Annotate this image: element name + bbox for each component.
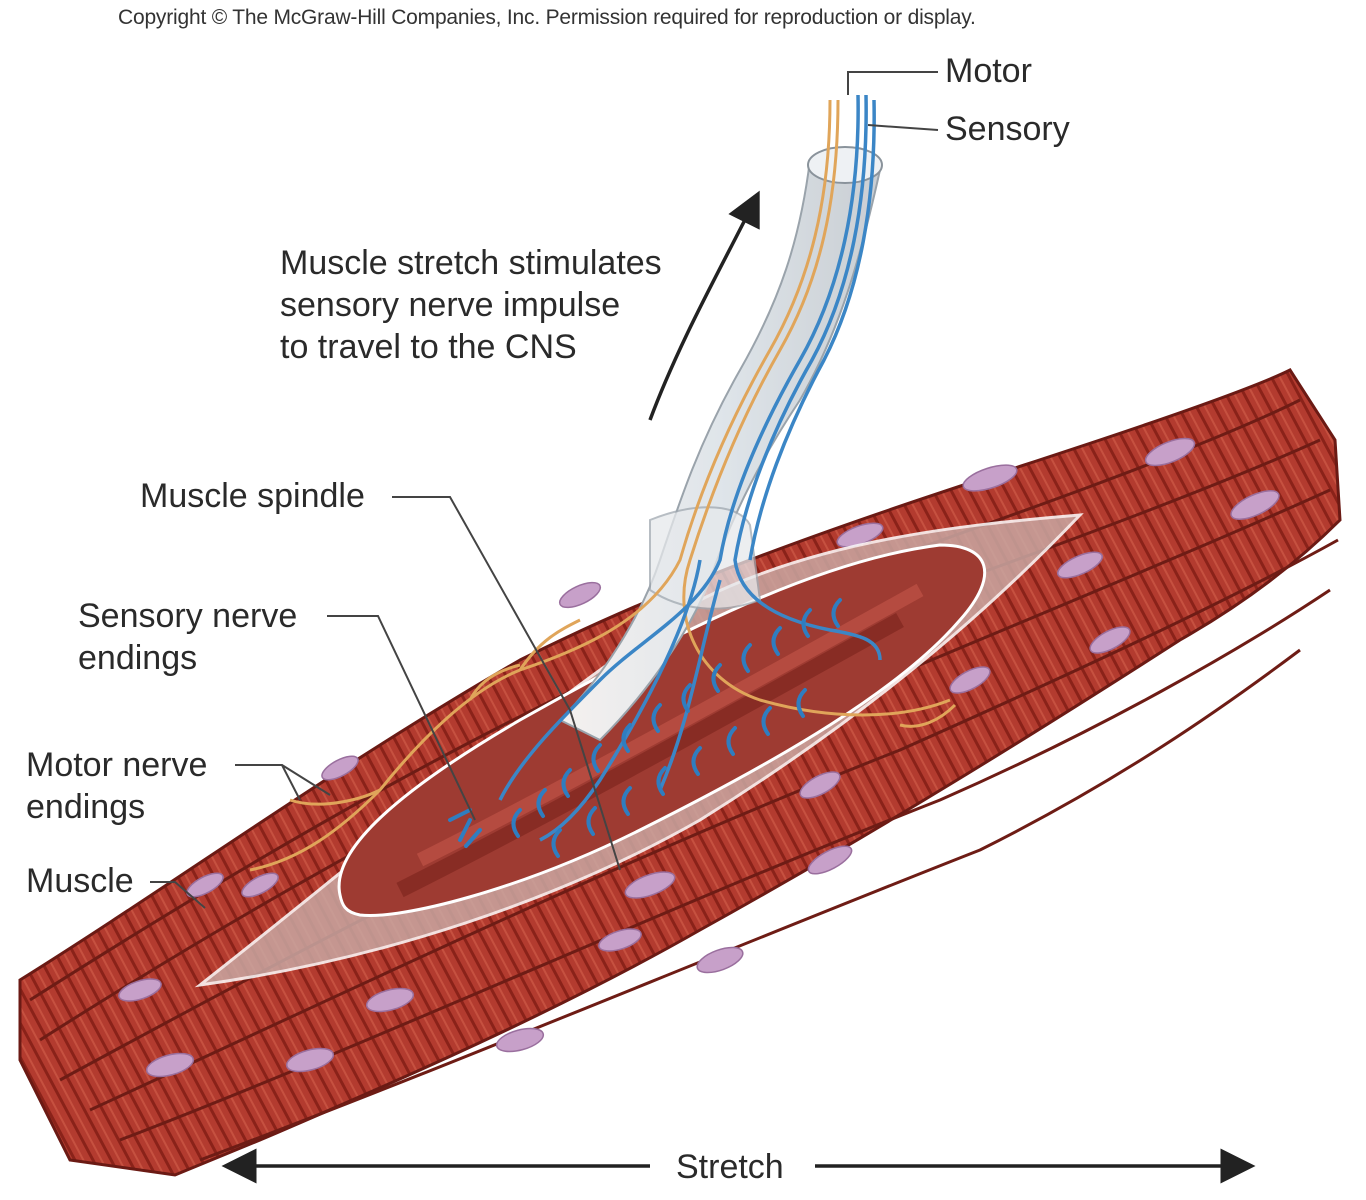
sensory-fibers <box>498 94 882 842</box>
label-stretch: Stretch <box>676 1148 784 1186</box>
nucleus <box>145 1052 195 1078</box>
nucleus <box>1144 437 1196 467</box>
annulospiral-endings <box>448 598 842 858</box>
nucleus <box>799 771 841 799</box>
motor-fibers <box>249 99 957 872</box>
impulse-arrow <box>648 190 760 421</box>
leader-sensory-endings <box>327 615 476 821</box>
label-sensory: Sensory <box>945 110 1070 148</box>
nucleus <box>558 581 602 609</box>
intrafusal-fiber <box>396 613 904 898</box>
nucleus <box>696 946 744 974</box>
nucleus <box>241 872 279 898</box>
nucleus <box>598 928 642 952</box>
stretch-note-line: to travel to the CNS <box>280 328 577 366</box>
nucleus <box>949 666 991 694</box>
leader-motor-endings <box>235 764 331 801</box>
stretch-note-line: Muscle stretch stimulates <box>280 244 662 282</box>
copyright-notice: Copyright © The McGraw-Hill Companies, I… <box>118 6 976 29</box>
label-muscle-spindle: Muscle spindle <box>140 477 365 515</box>
nucleus <box>1230 490 1280 520</box>
leader-motor <box>847 71 938 95</box>
motor-endings-line: endings <box>26 788 146 826</box>
fiber-line <box>119 588 1331 1142</box>
label-stretch-note: Muscle stretch stimulates sensory nerve … <box>280 242 662 368</box>
label-motor: Motor <box>945 52 1032 90</box>
label-motor-endings: Motor nerve endings <box>26 744 207 828</box>
nucleus <box>285 1047 335 1073</box>
nucleus <box>1057 551 1103 579</box>
fiber-line <box>199 648 1301 1162</box>
leader-muscle-spindle <box>392 496 621 871</box>
label-sensory-endings: Sensory nerve endings <box>78 595 297 679</box>
leader-muscle <box>150 881 206 909</box>
nucleus <box>1089 626 1131 654</box>
sensory-endings-line: endings <box>78 639 198 677</box>
leader-sensory <box>867 124 939 131</box>
leader-lines <box>150 71 939 909</box>
motor-endings-line: Motor nerve <box>26 746 208 784</box>
nucleus <box>321 755 359 781</box>
nucleus <box>186 872 224 898</box>
nucleus <box>962 464 1018 492</box>
nuclei <box>118 437 1280 1078</box>
spindle-capsule <box>194 513 1084 988</box>
nucleus <box>118 978 162 1002</box>
stretch-note-line: sensory nerve impulse <box>280 286 621 324</box>
sensory-endings-line: Sensory nerve <box>78 597 298 635</box>
nucleus <box>807 845 853 875</box>
nucleus <box>495 1027 545 1053</box>
nucleus <box>624 871 676 899</box>
label-muscle: Muscle <box>26 862 134 900</box>
nucleus <box>365 987 415 1013</box>
